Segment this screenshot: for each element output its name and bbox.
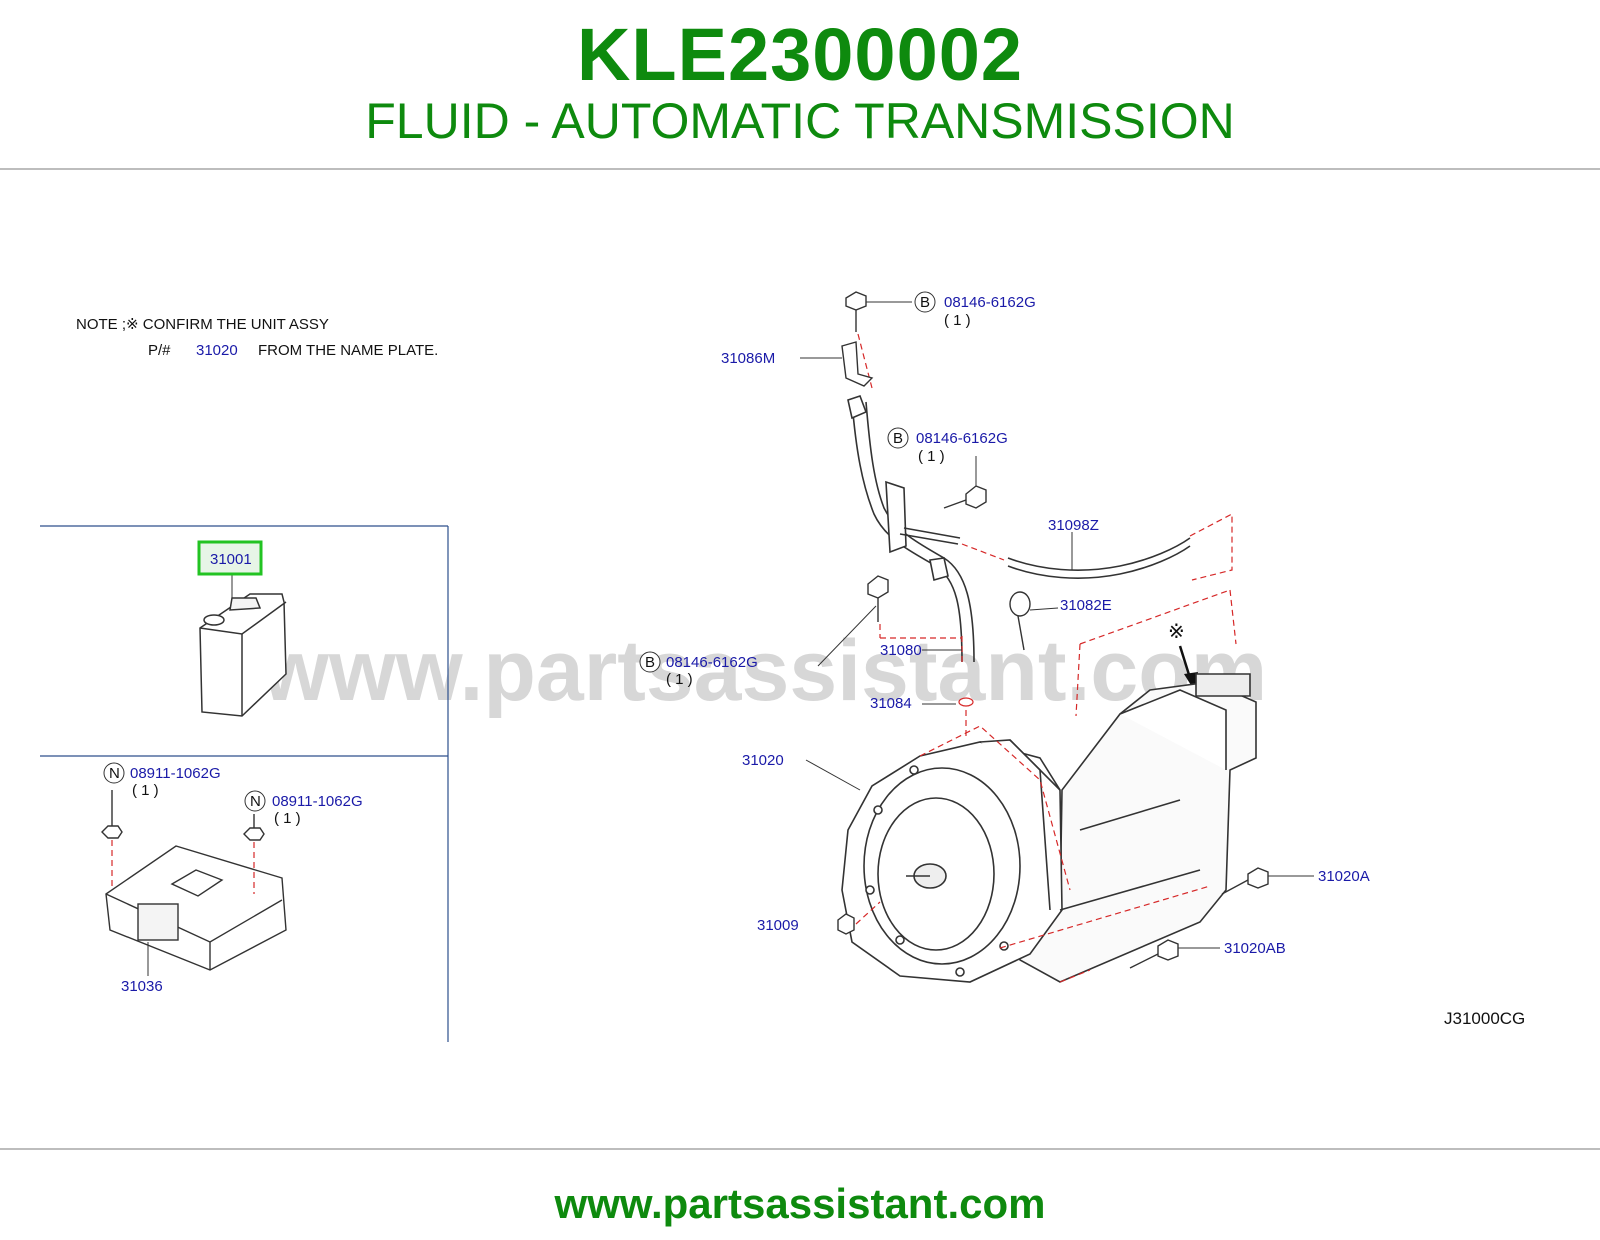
page-subtitle: FLUID - AUTOMATIC TRANSMISSION [365,93,1235,149]
label-bolt-top-qty: ( 1 ) [944,312,971,329]
plug-31009-illustration [837,913,855,935]
dipstick-tube-illustration [847,394,975,663]
footer-divider [0,1148,1600,1150]
watermark-text: www.partsassistant.com [261,623,1267,719]
header-divider [0,168,1600,170]
label-bolt-lower-qty: ( 1 ) [666,671,693,688]
label-31001[interactable]: 31001 [210,551,252,568]
label-31009[interactable]: 31009 [757,917,799,934]
page-header: KLE2300002 FLUID - AUTOMATIC TRANSMISSIO… [0,0,1600,168]
clip-31082e-illustration [1009,591,1031,651]
label-31086m[interactable]: 31086M [721,350,775,367]
callout-n-right-letter: N [250,793,261,810]
label-31084[interactable]: 31084 [870,695,912,712]
label-nut-right-code[interactable]: 08911-1062G [272,793,363,810]
leader-31082e [1029,607,1059,611]
callout-n-left-letter: N [109,765,120,782]
callout-b-top-letter: B [920,294,930,311]
label-31082e[interactable]: 31082E [1060,597,1112,614]
label-bolt-middle-code[interactable]: 08146-6162G [916,430,1008,447]
asterisk-mark: ※ [1168,621,1185,643]
callout-b-lower [639,651,661,673]
parts-diagram: www.partsassistant.com NOTE ;※ CONFIRM T… [0,270,1600,1070]
bracket-31086m-illustration [841,341,874,387]
label-31080[interactable]: 31080 [880,642,922,659]
callout-b-middle-letter: B [893,430,903,447]
label-31098z[interactable]: 31098Z [1048,517,1099,534]
hose-31098z-edge [1007,545,1191,579]
label-bolt-top-code[interactable]: 08146-6162G [944,294,1036,311]
bolt-top-illustration [845,291,867,332]
fluid-can-illustration [199,593,287,717]
figure-code: J31000CG [1444,1009,1525,1028]
bolt-middle-illustration [943,485,987,509]
transmission-31020-illustration [841,673,1257,983]
label-31036[interactable]: 31036 [121,978,163,995]
bolt-lower-illustration [867,575,889,622]
leader-nameplate-red [1075,589,1237,717]
note-line-2: FROM THE NAME PLATE. [258,342,438,359]
callout-n-left [103,762,125,784]
page-title: KLE2300002 [576,13,1024,96]
bolt-31020a-illustration [1221,867,1269,895]
note-pn-prefix: P/# [148,342,171,359]
note-pn-link[interactable]: 31020 [196,342,238,359]
label-nut-left-qty: ( 1 ) [132,782,159,799]
label-nut-right-qty: ( 1 ) [274,810,301,827]
label-31020ab[interactable]: 31020AB [1224,940,1286,957]
callout-n-right [244,790,266,812]
footer-url[interactable]: www.partsassistant.com [554,1180,1046,1227]
left-panel-frame [40,525,449,1042]
diagram-svg: www.partsassistant.com NOTE ;※ CONFIRM T… [40,291,1525,1042]
leader-transmission-red [919,725,1211,983]
leader-hose-red [961,513,1233,581]
callout-b-lower-letter: B [645,654,655,671]
label-bolt-middle-qty: ( 1 ) [918,448,945,465]
bolt-31020ab-illustration [1129,939,1179,969]
note-line-1: NOTE ;※ CONFIRM THE UNIT ASSY [76,316,329,333]
leader-31009-red [855,901,881,925]
nut-right-illustration [243,814,265,841]
control-unit-illustration [105,845,287,971]
nameplate-arrow [1178,645,1192,679]
callout-b-middle [887,427,909,449]
nut-left-illustration [101,790,123,839]
o-ring-31084-illustration [958,697,974,707]
leader-bolt-lower [817,605,877,667]
hose-31098z-illustration [1007,537,1191,571]
part-31001-highlight[interactable] [197,540,263,576]
label-nut-left-code[interactable]: 08911-1062G [130,765,221,782]
label-31020a[interactable]: 31020A [1318,868,1370,885]
label-bolt-lower-code[interactable]: 08146-6162G [666,654,758,671]
label-31020[interactable]: 31020 [742,752,784,769]
callout-b-top [914,291,936,313]
leader-31020 [805,759,861,791]
